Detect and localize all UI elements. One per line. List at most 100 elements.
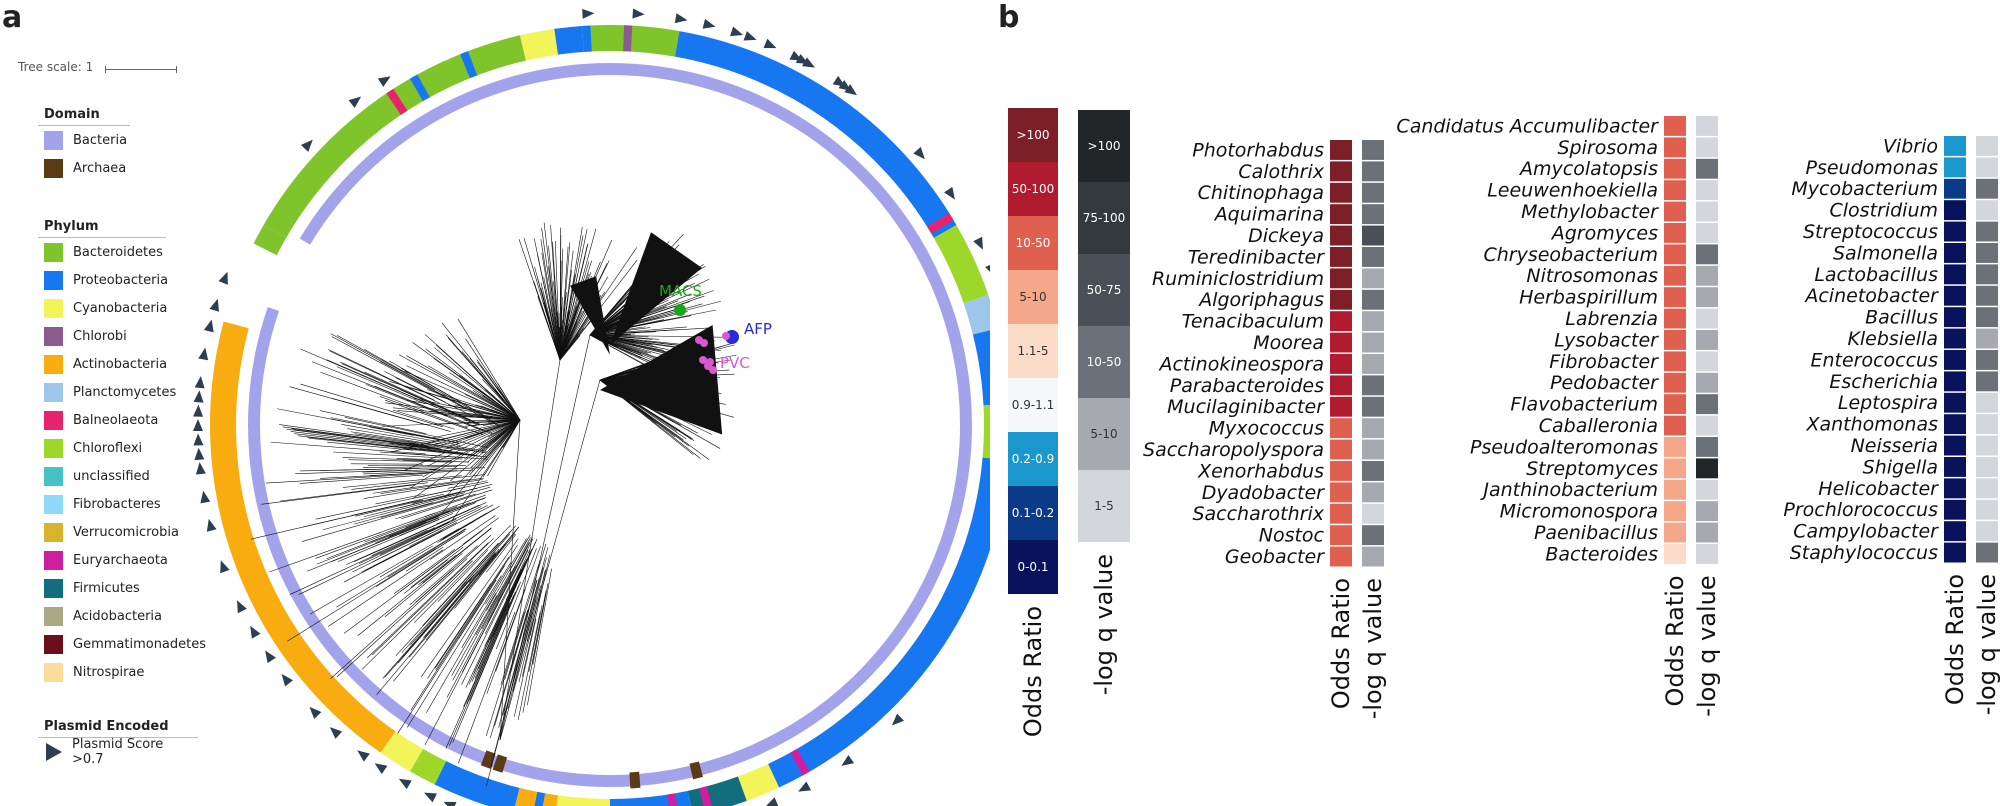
plasmid-legend-item: Plasmid Score >0.7 [38, 737, 198, 767]
odds-ratio-cell [1664, 180, 1686, 201]
plasmid-marker [193, 419, 203, 431]
q-value-cell [1976, 542, 1998, 563]
phylum-ring-stripe [790, 748, 810, 776]
plasmid-marker [802, 57, 815, 68]
q-scale-cell [1078, 398, 1130, 470]
odds-scale-cell [1008, 162, 1058, 216]
phylum-swatch [44, 242, 63, 262]
phylum-legend-item: Firmicutes [38, 574, 166, 602]
odds-ratio-cell [1664, 394, 1686, 415]
plasmid-marker [973, 236, 983, 250]
q-value-cell [1696, 180, 1718, 201]
plasmid-marker [200, 490, 211, 504]
phylum-legend-label: Balneolaeota [73, 412, 159, 428]
odds-ratio-cell [1944, 478, 1966, 499]
q-value-cell [1976, 178, 1998, 199]
odds-ratio-cell [1664, 137, 1686, 158]
tree-scale-label: Tree scale: 1 [18, 60, 94, 74]
phylum-swatch [44, 522, 63, 542]
plasmid-marker [237, 600, 247, 614]
phylum-swatch [44, 550, 63, 570]
odds-ratio-cell [1330, 546, 1352, 567]
genus-label: Salmonella [1833, 242, 1938, 264]
q-value-cell [1976, 307, 1998, 328]
phylum-legend-label: unclassified [73, 468, 150, 484]
q-value-cell [1696, 265, 1718, 286]
odds-ratio-cell [1330, 289, 1352, 310]
domain-ring-archaea [629, 771, 641, 789]
phylum-ring-segment [674, 31, 957, 238]
plasmid-marker [195, 462, 206, 475]
phylum-legend-label: Cyanobacteria [73, 300, 168, 316]
odds-ratio-cell [1664, 330, 1686, 350]
phylum-legend-label: Proteobacteria [73, 272, 169, 288]
panel-b-letter: b [998, 0, 1020, 35]
phylum-swatch [44, 606, 63, 626]
odds-ratio-cell [1944, 307, 1966, 328]
odds-ratio-cell [1330, 268, 1352, 289]
plasmid-marker [743, 31, 757, 41]
genus-label: Saccharopolyspora [1143, 439, 1324, 461]
phylum-legend-label: Nitrospirae [73, 664, 145, 680]
plasmid-marker [203, 319, 214, 333]
q-value-cell [1976, 136, 1998, 156]
odds-scale-label: 1.1-5 [1017, 344, 1048, 358]
phylum-ring-stripe [386, 88, 408, 115]
odds-ratio-cell [1330, 204, 1352, 225]
odds-scale-label: >100 [1017, 128, 1050, 142]
genus-label: Vibrio [1883, 135, 1938, 157]
pvc-marker [709, 366, 717, 374]
q-value-cell [1696, 308, 1718, 329]
phylum-swatch [44, 270, 63, 290]
genus-label: Tenacibaculum [1182, 311, 1324, 333]
odds-ratio-cell [1944, 392, 1966, 413]
genus-label: Paenibacillus [1534, 522, 1658, 544]
odds-ratio-cell [1330, 418, 1352, 439]
plasmid-marker [329, 727, 343, 739]
genus-label: Candidatus Accumulibacter [1396, 115, 1659, 137]
odds-ratio-cell [1944, 371, 1966, 392]
q-value-cell [1362, 503, 1384, 524]
phylum-legend-item: Planctomycetes [38, 378, 176, 406]
q-scale-cell [1078, 470, 1130, 542]
q-value-cell [1696, 394, 1718, 415]
phylum-legend-item: Cyanobacteria [38, 294, 168, 322]
panel-a-letter: a [2, 0, 23, 35]
domain-legend-title: Domain [38, 104, 130, 126]
q-scale-label: 75-100 [1083, 211, 1126, 225]
odds-ratio-cell [1944, 521, 1966, 542]
genus-label: Dyadobacter [1202, 482, 1325, 504]
genus-label: Campylobacter [1793, 521, 1939, 543]
odds-scale-cell [1008, 324, 1058, 378]
tree-scale-bar [105, 66, 177, 73]
phylum-legend-label: Chlorobi [73, 328, 127, 344]
odds-ratio-cell [1330, 161, 1352, 182]
q-scale-cell [1078, 326, 1130, 398]
q-value-cell [1696, 437, 1718, 457]
genus-label: Geobacter [1225, 546, 1325, 568]
plasmid-marker [398, 778, 412, 790]
genus-label: Methylobacter [1521, 201, 1659, 223]
phylum-legend-label: Firmicutes [73, 580, 140, 596]
q-value-cell [1362, 140, 1384, 160]
genus-label: Xenorhabdus [1197, 460, 1324, 482]
phylum-swatch [44, 326, 63, 346]
phylum-ring-segment [582, 24, 624, 52]
q-value-cell [1696, 351, 1718, 372]
genus-label: Pseudoalteromonas [1470, 436, 1658, 458]
domain-ring-bacteria [299, 63, 610, 245]
q-scale-cell [1078, 182, 1130, 254]
odds-ratio-cell [1664, 437, 1686, 457]
plasmid-marker [348, 96, 362, 108]
q-value-cell [1696, 287, 1718, 308]
q-scale-label: 1-5 [1094, 499, 1114, 513]
odds-column-label: Odds Ratio [1661, 575, 1689, 706]
macs-marker [674, 304, 686, 316]
q-scale-title: -log q value [1090, 554, 1118, 695]
phylum-ring-stripe [623, 25, 633, 52]
plasmid-marker [193, 390, 204, 403]
phylum-ring-stripe [582, 25, 592, 52]
phylum-ring-segment [434, 761, 520, 806]
odds-scale-label: 0.9-1.1 [1012, 398, 1055, 412]
